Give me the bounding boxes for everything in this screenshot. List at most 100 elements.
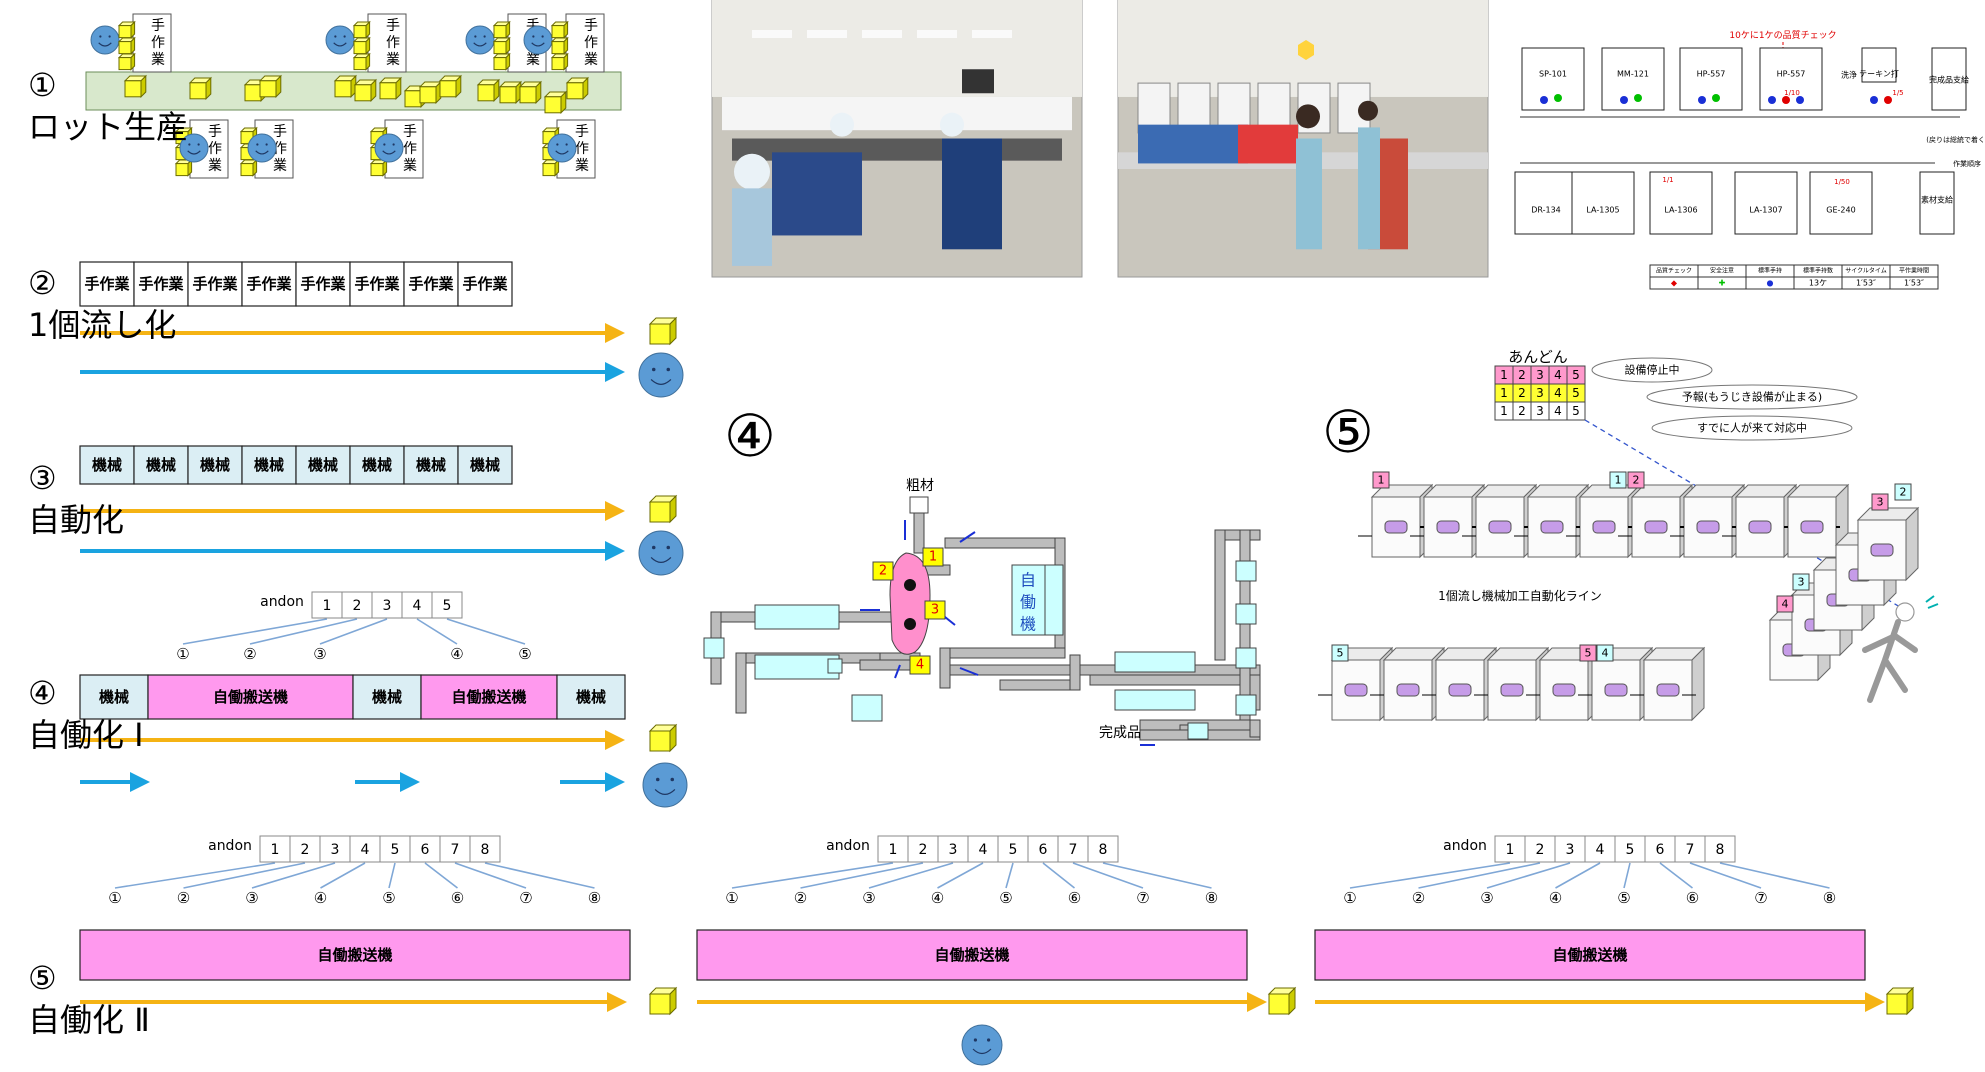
product-flow-arrow-2-head: [605, 323, 625, 343]
manual-card-char: 手: [151, 18, 165, 34]
factory-photo-left-worker: [830, 112, 854, 137]
manual-card-cube-front: [551, 57, 565, 71]
factory-photo-left-worker: [940, 112, 964, 137]
product-cube-5: [1885, 986, 1915, 1016]
operator-face-3-eye-right: [666, 545, 671, 550]
andon-callout-bubble: [1591, 357, 1713, 383]
product-flow-arrow-5-head: [1247, 992, 1267, 1012]
machine-station-cell-label: 機械: [146, 456, 176, 474]
machine-station-cell-label: 機械: [200, 456, 230, 474]
manual-card-char: 業: [575, 158, 589, 174]
chart-ratio: 1/5: [1892, 89, 1903, 97]
manual-card-cube: [550, 52, 569, 71]
station-tag: [909, 655, 931, 675]
worker-face-head: [465, 25, 495, 55]
line-station-tag-number: 5: [1585, 647, 1592, 660]
andon-panel-number: 1: [1500, 404, 1508, 418]
andon-panel-number: 2: [1518, 368, 1526, 382]
worker-face: [90, 25, 120, 55]
line-station-tag: [1579, 644, 1597, 662]
jidoka1-station-cell-label: 自働搬送機: [213, 688, 288, 706]
machine-box-top: [1682, 483, 1746, 559]
legend-header-text: 平作業時間: [1899, 267, 1929, 275]
manual-card-cube-front: [118, 57, 132, 71]
chart-bottom-box: [1734, 171, 1798, 235]
product-cube-5: [1267, 986, 1297, 1016]
machine-box-top: [1630, 483, 1694, 559]
factory-photo-left-monitor: [962, 69, 994, 94]
manual-card-cube-front: [493, 41, 507, 55]
product-cube-2-front: [649, 323, 671, 345]
machine-box-top: [1526, 483, 1590, 559]
machine-station-cell: [187, 445, 243, 485]
manual-card-char: 手: [575, 124, 589, 140]
andon-number: 3: [949, 842, 958, 858]
andon-label: andon: [1443, 838, 1487, 854]
worker-face-eye-left: [532, 35, 535, 38]
manual-card-cube-front: [551, 25, 565, 39]
andon-number: 5: [443, 598, 452, 614]
chart-top-box-label: テーキン打: [1859, 69, 1899, 79]
chart-return-note: (戻りは総統で着く): [1926, 135, 1985, 144]
andon-station-marker: ①: [725, 889, 738, 907]
machine-box-top-workpiece: [1488, 520, 1512, 534]
lot-product-cube-front: [499, 86, 517, 104]
chart-marker: [1884, 96, 1892, 104]
manual-station-cell-label: 手作業: [408, 275, 454, 293]
factory-photo-left-ceiling: [712, 0, 1082, 97]
lot-product-cube: [123, 74, 148, 99]
manual-card-cube: [550, 20, 569, 39]
operator-body: [1862, 619, 1918, 703]
stage-1-label: ロット生産: [28, 108, 189, 146]
factory-photo-right-worker: [1296, 104, 1320, 129]
chart-ratio: 1/1: [1662, 176, 1673, 184]
legend-header-text: 標準手持: [1758, 267, 1782, 275]
andon-line: [454, 862, 527, 889]
machine-station-cell: [457, 445, 513, 485]
factory-photo-left-blue-crate: [942, 138, 1002, 250]
andon-station-marker: ⑤: [999, 889, 1012, 907]
product-cube-5: [648, 986, 678, 1016]
manual-card-char: 作: [273, 141, 287, 157]
transfer-conveyor: [1069, 654, 1081, 691]
andon-box: [289, 835, 321, 863]
chart-top-box-label: HP-557: [1777, 70, 1806, 79]
legend-value-text: 1′53″: [1904, 279, 1924, 288]
transfer-conveyor: [735, 652, 747, 714]
layout-4-number: ④: [724, 402, 776, 470]
andon-number: 7: [1686, 842, 1695, 858]
jidoka1-station-cell: [420, 674, 558, 720]
line-station-tag: [1894, 483, 1912, 501]
station-tag: [924, 600, 946, 620]
worker-flow-arrow-4b-head: [400, 772, 420, 792]
manual-card-cube: [117, 20, 136, 39]
worker-face-mouth: [382, 150, 396, 155]
legend-header-text: 安全注意: [1710, 267, 1734, 275]
stage-3-label: 自動化: [28, 501, 125, 539]
andon-number: 2: [353, 598, 362, 614]
line-station-tag: [1627, 471, 1645, 489]
jidoka1-station-cell-label: 自働搬送機: [451, 688, 526, 706]
auto-machine-char: 働: [1020, 593, 1036, 612]
finished-goods-label: 完成品: [1099, 725, 1141, 741]
lot-product-cube: [476, 78, 501, 103]
line-station-tag-number: 2: [1900, 486, 1907, 499]
andon-panel-title: あんどん: [1508, 348, 1568, 366]
machine-box-bottom-workpiece: [1344, 683, 1368, 697]
andon-callout-text: すでに人が来て対応中: [1697, 421, 1807, 435]
machine-box-top: [1474, 483, 1538, 559]
robot-joint: [904, 618, 916, 630]
manual-card-char: 業: [273, 158, 287, 174]
factory-photo-left-blue-crate: [772, 152, 862, 236]
factory-photo-left-light: [917, 30, 957, 38]
machine-station-cell: [79, 445, 135, 485]
chart-bottom-box-label: LA-1306: [1664, 206, 1697, 215]
lot-product-cube: [438, 74, 463, 99]
andon-number: 8: [481, 842, 490, 858]
worker-face-eye-right: [197, 143, 200, 146]
lot-product-cube-front: [477, 84, 495, 102]
chart-marker: [1712, 94, 1720, 102]
andon-box: [371, 591, 403, 619]
andon-station-marker: ②: [1412, 889, 1425, 907]
worker-face-eye-left: [334, 35, 337, 38]
